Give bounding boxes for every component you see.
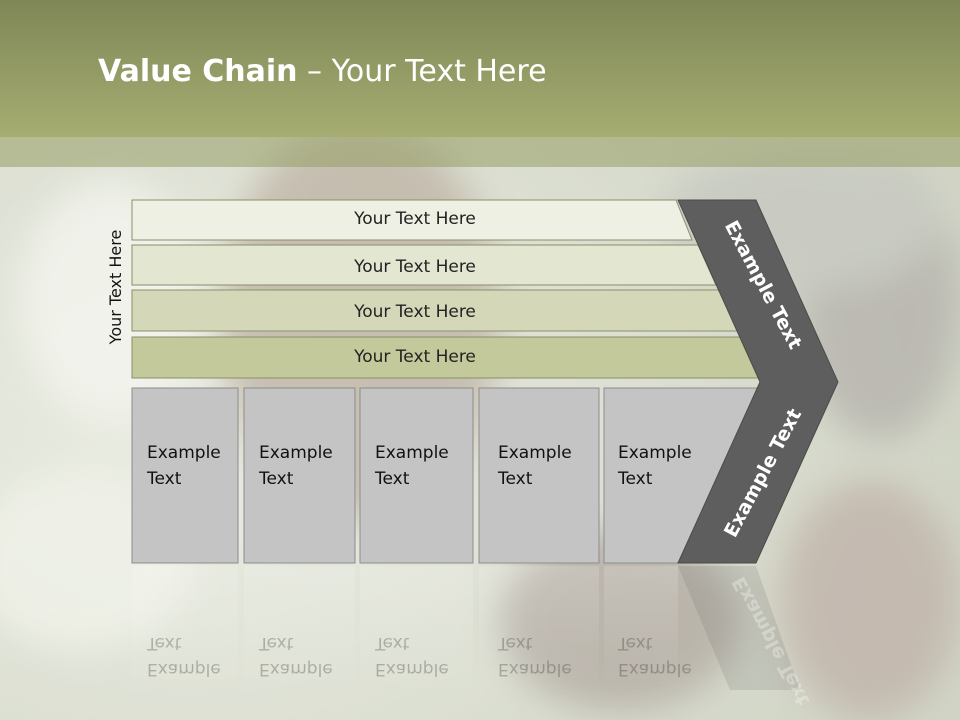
title-rest: – Your Text Here: [297, 54, 547, 89]
chevron-arrow: [677, 199, 839, 564]
reflection-group: [132, 566, 800, 696]
row-label-1: Your Text Here: [354, 209, 476, 229]
slide-title: Value Chain – Your Text Here: [98, 54, 547, 89]
box-reflection-4-line1: Example: [498, 659, 572, 679]
box-label-1-line1: Example: [147, 443, 221, 463]
box-label-3-line1: Example: [375, 443, 449, 463]
box-reflection-5: Example Text: [618, 630, 718, 682]
box-reflection-3: Example Text: [375, 630, 475, 682]
row-label-4: Your Text Here: [354, 347, 476, 367]
box-reflection-2-line2: Text: [259, 633, 294, 653]
row-label-2: Your Text Here: [354, 257, 476, 277]
box-shape-3: [359, 387, 474, 564]
box-reflection-2: Example Text: [259, 630, 359, 682]
box-label-2-line2: Text: [259, 469, 294, 489]
box-reflection-2-line1: Example: [259, 659, 333, 679]
box-label-5-line1: Example: [618, 443, 692, 463]
box-reflection-4-line2: Text: [498, 633, 533, 653]
box-reflection-3-line1: Example: [375, 659, 449, 679]
box-reflection-5-line2: Text: [618, 633, 653, 653]
box-label-1-line2: Text: [147, 469, 182, 489]
box-label-2-line1: Example: [259, 443, 333, 463]
box-label-4-line1: Example: [498, 443, 572, 463]
header-band: [0, 137, 960, 167]
row-shape-1: [131, 199, 693, 241]
box-label-3-line2: Text: [375, 469, 410, 489]
box-reflection-5-line1: Example: [618, 659, 692, 679]
box-reflection-4: Example Text: [498, 630, 598, 682]
box-reflection-1: Example Text: [147, 630, 247, 682]
box-shape-2: [243, 387, 356, 564]
box-reflection-1-line1: Example: [147, 659, 221, 679]
title-bold: Value Chain: [98, 54, 298, 89]
box-shape-1: [131, 387, 239, 564]
box-reflection-1-line2: Text: [147, 633, 182, 653]
box-reflection-3-line2: Text: [375, 633, 410, 653]
box-label-4-line2: Text: [498, 469, 533, 489]
box-label-5-line2: Text: [618, 469, 653, 489]
header-bar: [0, 0, 960, 137]
row-label-3: Your Text Here: [354, 302, 476, 322]
box-shape-4: [478, 387, 600, 564]
